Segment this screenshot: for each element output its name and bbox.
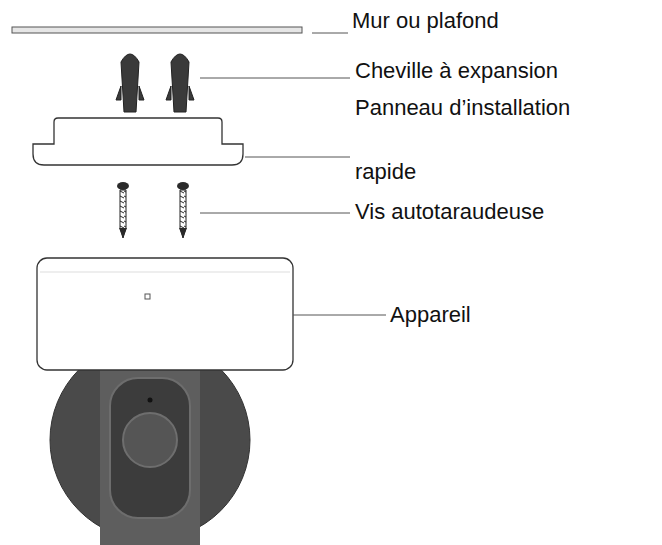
part-label: Panneau d’installation rapide bbox=[355, 76, 617, 204]
leader-line bbox=[293, 315, 386, 316]
self-tapping-screws bbox=[117, 182, 189, 238]
part-label: Mur ou plafond bbox=[352, 8, 499, 34]
camera-device bbox=[37, 258, 293, 545]
part-label: Cheville à expansion bbox=[355, 58, 558, 84]
expansion-anchors bbox=[116, 54, 194, 112]
leader-line bbox=[200, 78, 350, 79]
part-label: Vis autotaraudeuse bbox=[355, 199, 544, 225]
leader-line bbox=[312, 33, 348, 34]
leader-line bbox=[200, 213, 350, 214]
part-label: Appareil bbox=[390, 302, 471, 328]
install-panel bbox=[33, 118, 243, 165]
wall-plate bbox=[12, 27, 302, 33]
leader-line bbox=[245, 157, 350, 158]
